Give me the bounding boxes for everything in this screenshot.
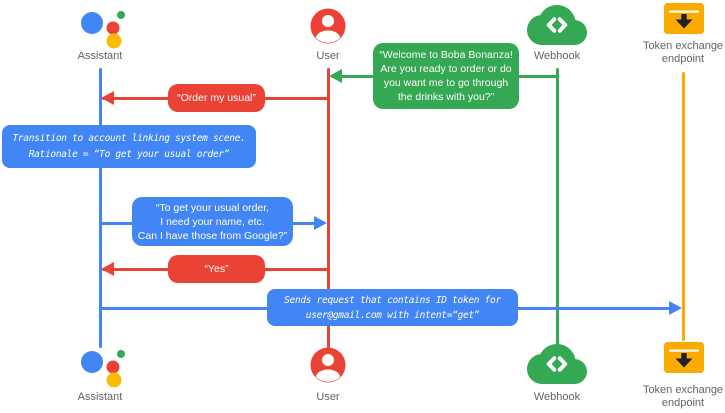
ask-info-arrowhead-icon [314,216,327,230]
google-assistant-icon [81,350,125,388]
user-lifeline [327,68,330,348]
assistant-lifeline [99,68,102,348]
webhook-cloud-icon [527,5,587,45]
user-label-bottom: User [316,391,340,403]
google-assistant-icon [81,11,125,49]
user-label-top: User [316,50,340,62]
ask-info-message-bubble: “To get your usual order, I need your na… [132,197,293,246]
yes-arrowhead-icon [101,262,114,276]
token-endpoint-label-bottom: Token exchange endpoint [642,384,724,409]
yes-message-bubble: “Yes” [168,255,265,283]
token-endpoint-label-top: Token exchange endpoint [642,40,724,65]
order-message-bubble: “Order my usual” [168,84,265,112]
send-token-arrowhead-icon [669,301,682,315]
token-endpoint-icon [664,3,704,34]
user-icon [310,8,346,44]
token-endpoint-icon [664,342,704,373]
webhook-cloud-icon [527,344,587,384]
assistant-label-bottom: Assistant [77,391,123,403]
send-token-message-bubble: Sends request that contains ID token for… [267,289,518,326]
webhook-lifeline [556,68,559,345]
user-icon [310,347,346,383]
welcome-message-bubble: “Welcome to Boba Bonanza! Are you ready … [373,43,519,109]
token-endpoint-lifeline [682,72,685,341]
webhook-label-top: Webhook [533,50,581,62]
order-arrowhead-icon [101,91,114,105]
assistant-label-top: Assistant [77,50,123,62]
welcome-arrowhead-icon [329,69,342,83]
transition-note-bubble: Transition to account linking system sce… [2,125,256,168]
webhook-label-bottom: Webhook [533,391,581,403]
